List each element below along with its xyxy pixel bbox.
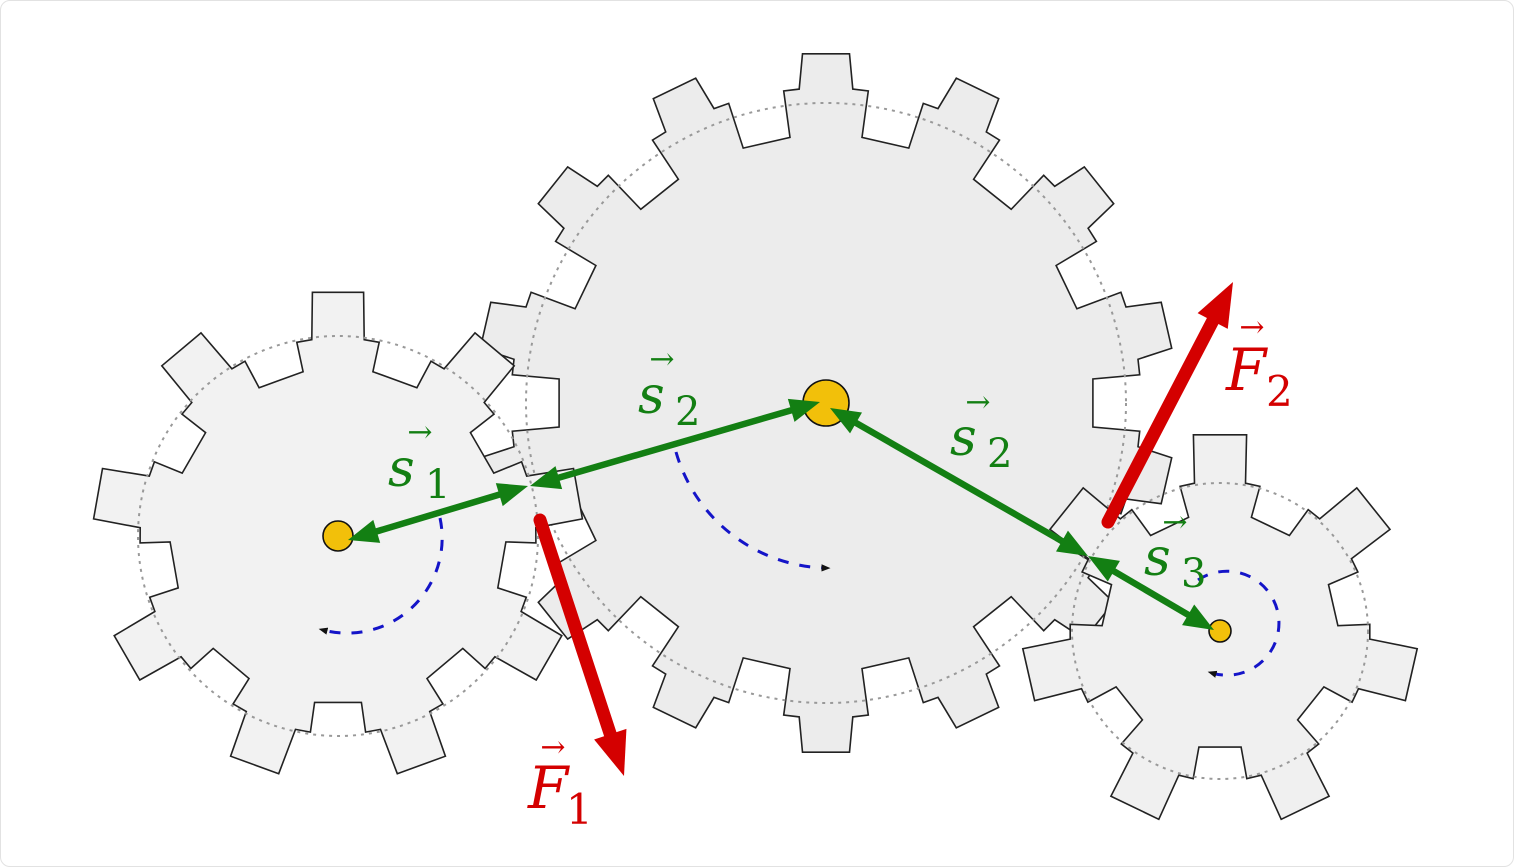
rotation-arrow-icon-right — [1197, 569, 1281, 678]
vector-F2 — [1101, 282, 1233, 529]
label-F2-symbol: F — [1225, 336, 1268, 404]
left-gear-pitch-circle — [137, 335, 539, 737]
vector-F2-shaft — [1101, 310, 1222, 529]
label-s2-left: → s 2 — [638, 342, 700, 435]
label-F2-subscript: 2 — [1266, 367, 1293, 416]
rotation-arrow-icon-middle — [674, 451, 831, 572]
vector-arrow-icon: → — [407, 415, 432, 450]
vector-arrow-icon: → — [540, 730, 565, 765]
vector-F1 — [533, 513, 627, 776]
vector-s2-right — [830, 408, 1088, 556]
axle-icon-left — [322, 520, 354, 552]
vector-arrow-icon: → — [965, 385, 990, 420]
label-s2-left-subscript: 2 — [675, 389, 700, 435]
vector-arrow-icon: → — [1239, 310, 1264, 345]
force-vectors — [533, 282, 1233, 776]
label-F2: → F 2 — [1225, 310, 1293, 416]
label-F1-symbol: F — [527, 754, 570, 822]
label-s3-symbol: s — [1144, 528, 1171, 588]
vector-s1-tail-head — [348, 519, 381, 543]
vector-s2-right-shaft — [851, 418, 1067, 546]
vector-arrow-icon: → — [649, 342, 674, 377]
label-s1-symbol: s — [388, 439, 415, 499]
vector-s2-right-head — [1056, 530, 1088, 556]
label-s2-left-symbol: s — [638, 366, 665, 426]
label-s2-right-symbol: s — [950, 408, 977, 468]
label-s3-subscript: 3 — [1181, 551, 1206, 597]
vector-s3-head — [1182, 604, 1214, 630]
vector-s2-left — [530, 398, 820, 490]
vector-s2-left-head — [787, 398, 820, 422]
vector-arrow-icon: → — [1162, 505, 1187, 540]
vector-s3-shaft — [1109, 566, 1193, 620]
vector-s3-tail-head — [1088, 556, 1120, 582]
label-s1-subscript: 1 — [425, 462, 450, 508]
label-s2-right: → s 2 — [950, 385, 1012, 477]
vector-s1-head — [495, 483, 528, 507]
vector-F2-head — [1197, 282, 1233, 329]
vector-s2-left-tail-head — [530, 466, 563, 490]
vector-s1-shaft — [372, 490, 504, 536]
vector-s1 — [348, 483, 528, 543]
vector-s2-right-tail-head — [830, 408, 862, 434]
vector-F1-shaft — [533, 513, 619, 745]
label-s1: → s 1 — [388, 415, 450, 508]
right-gear-pitch-circle — [1071, 482, 1369, 780]
label-F1-subscript: 1 — [566, 785, 593, 834]
vector-F1-head — [594, 728, 627, 776]
label-s3: → s 3 — [1144, 505, 1206, 597]
label-F1: → F 1 — [527, 730, 593, 834]
axle-icon-right — [1208, 619, 1232, 643]
displacement-vectors — [348, 398, 1214, 630]
rotation-arrow-icon-left — [318, 517, 444, 635]
label-s2-right-subscript: 2 — [987, 431, 1012, 477]
vector-s2-left-shaft — [555, 406, 795, 482]
vector-s3 — [1088, 556, 1214, 630]
middle-gear-pitch-circle — [525, 102, 1127, 704]
